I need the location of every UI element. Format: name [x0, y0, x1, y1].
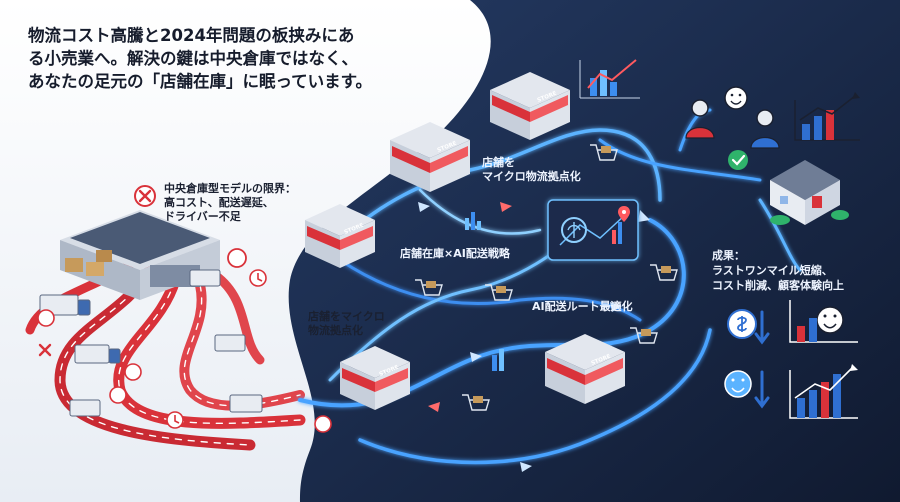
- store-hub-label-top: 店舗を マイクロ物流拠点化: [482, 156, 581, 184]
- warehouse-icon: [60, 210, 220, 300]
- store-icon: [305, 72, 625, 410]
- rising-chart-icon: [789, 92, 860, 419]
- rising-chart-icon: [465, 59, 640, 371]
- store-hub-line: 店舗をマイクロ: [308, 310, 385, 323]
- headline-line: る小売業へ。解決の鍵は中央倉庫ではなく、: [28, 49, 358, 68]
- cost-down-icon: [727, 309, 770, 409]
- headline-line: 物流コスト高騰と2024年問題の板挟みにあ: [28, 26, 355, 45]
- store-hub-line: 店舗を: [482, 156, 515, 169]
- problem-line: ドライバー不足: [164, 210, 241, 223]
- results-label: 成果： ラストワンマイル短縮、 コスト削減、顧客体験向上: [712, 248, 844, 293]
- ai-route-label: AI配送ルート最適化: [532, 300, 633, 313]
- results-line: コスト削減、顧客体験向上: [712, 279, 844, 292]
- results-line: ラストワンマイル短縮、: [712, 264, 833, 277]
- store-hub-line: マイクロ物流拠点化: [482, 170, 581, 183]
- clock-icon: [166, 269, 267, 429]
- problem-label: 中央倉庫型モデルの限界： 高コスト、配送遅延、 ドライバー不足: [164, 182, 296, 224]
- strategy-label: 店舗在庫×AI配送戦略: [400, 247, 510, 260]
- checkmark-icon: [728, 150, 748, 170]
- store-hub-line: 物流拠点化: [308, 324, 363, 337]
- smiley-icon: [724, 86, 844, 398]
- home-icon: [770, 160, 849, 225]
- problem-line: 中央倉庫型モデルの限界：: [164, 182, 296, 195]
- problem-line: 高コスト、配送遅延、: [164, 196, 274, 209]
- cart-icon: [415, 144, 678, 411]
- ai-brain-icon: [547, 199, 639, 261]
- map-pin-icon: [618, 206, 630, 222]
- yen-coin-icon: [37, 248, 332, 433]
- x-mark-icon: [38, 185, 156, 357]
- customer-icon: [685, 99, 780, 149]
- results-line: 成果：: [712, 249, 745, 262]
- headline: 物流コスト高騰と2024年問題の板挟みにあ る小売業へ。解決の鍵は中央倉庫ではな…: [28, 24, 388, 93]
- truck-icon: [39, 269, 263, 417]
- store-hub-label-left: 店舗をマイクロ 物流拠点化: [308, 310, 385, 338]
- headline-line: あなたの足元の「店舗在庫」に眠っています。: [28, 72, 373, 91]
